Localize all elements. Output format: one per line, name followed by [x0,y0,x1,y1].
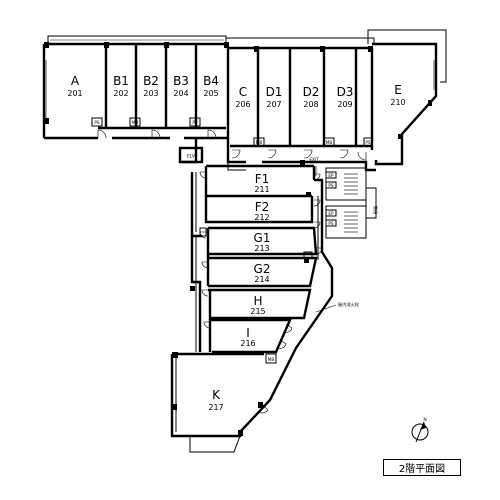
exit-sign-label: EXIT [309,157,319,162]
middle-rooms [190,194,334,433]
unit-a-name: A [71,74,80,88]
fixtures: PS MB PS MB MB PS EP PS EP PS MB [91,117,373,364]
elevator: ELV [178,146,204,164]
unit-g1-name: G1 [254,231,271,245]
unit-b1-name: B1 [113,74,129,88]
ps-label: PS [365,140,371,145]
ep-label: EP [328,173,334,178]
unit-g2-name: G2 [254,262,271,276]
ep-label: EP [328,211,334,216]
columns [44,42,432,436]
elevator-label: ELV [187,154,196,160]
balconies [47,29,447,83]
unit-d1-name: D1 [266,85,283,99]
unit-f2-number: 212 [254,213,269,222]
meter-box-label: MB [268,357,275,362]
unit-f2-name: F2 [255,200,270,214]
unit-d1-number: 207 [266,100,281,109]
unit-e-number: 210 [390,98,405,107]
unit-i-number: 216 [240,339,255,348]
north-arrow: N [411,417,429,443]
north-label: N [423,417,426,423]
unit-b1-number: 202 [113,89,128,98]
unit-f1-name: F1 [255,172,270,186]
ps-label: PS [94,120,100,125]
unit-b3-number: 204 [173,89,188,98]
unit-k-number: 217 [208,403,223,412]
unit-d2-number: 208 [303,100,318,109]
ps-label: PS [328,183,334,188]
meter-box-label: MB [326,140,333,145]
unit-h-number: 215 [250,307,265,316]
unit-g1-number: 213 [254,244,269,253]
ps-label: PS [328,221,334,226]
unit-labels: A 201 B1 202 B2 203 B3 204 B4 205 C 206 … [67,74,405,412]
fire-hydrant-label: 屋内消火栓 [338,301,360,308]
meter-box-label: MB [132,120,139,125]
corridor-walls [182,138,324,238]
unit-b3-name: B3 [173,74,189,88]
unit-c-name: C [239,85,247,99]
unit-b2-number: 203 [143,89,158,98]
plan-title: 2階平面図 [383,459,461,476]
unit-d2-name: D2 [303,85,320,99]
unit-d3-number: 209 [337,100,352,109]
unit-e-name: E [394,83,402,97]
unit-c-number: 206 [235,100,250,109]
unit-f1-number: 211 [254,185,269,194]
meter-box-label: MB [256,140,263,145]
unit-a-number: 201 [67,89,82,98]
unit-i-name: I [246,326,250,340]
unit-h-name: H [253,294,262,308]
unit-b4-number: 205 [203,89,218,98]
stairs-label: 階段 [372,206,379,215]
unit-b4-name: B4 [203,74,219,88]
unit-k-name: K [212,388,221,402]
top-wing-walls [42,42,438,172]
unit-g2-number: 214 [254,275,269,284]
ps-label: PS [192,120,198,125]
unit-b2-name: B2 [143,74,159,88]
unit-d3-name: D3 [337,85,354,99]
